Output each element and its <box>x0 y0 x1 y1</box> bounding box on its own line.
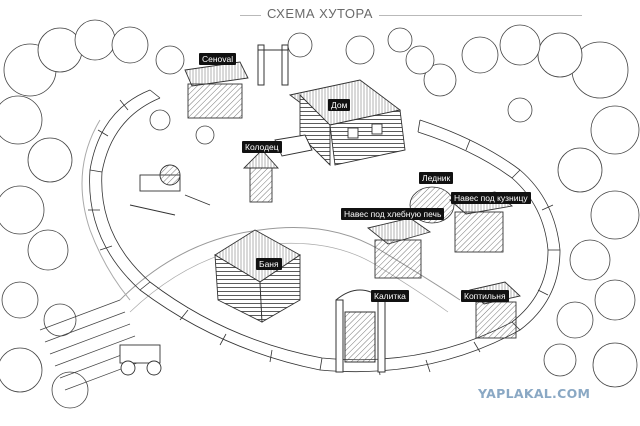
forest-right <box>405 24 640 388</box>
kalitka-structure <box>335 289 386 373</box>
forest-left <box>0 19 149 409</box>
forest-top <box>155 27 413 75</box>
label-naves-kuznitsa: Навес под кузницу <box>451 192 531 204</box>
kolodets-structure <box>242 149 280 203</box>
top-gate <box>257 44 289 86</box>
title-rule-right <box>368 15 582 16</box>
workyard <box>129 164 211 216</box>
label-kolodets: Колодец <box>242 141 282 153</box>
outer-path <box>81 119 131 301</box>
cart <box>119 344 162 376</box>
label-naves-pech: Навес под хлебную печь <box>341 208 445 220</box>
dom-building <box>288 79 406 167</box>
banya-building <box>214 229 301 323</box>
senoval-building <box>184 61 249 119</box>
label-koptilnya: Коптильня <box>461 290 509 302</box>
inner-trees <box>149 97 533 145</box>
label-banya: Баня <box>256 258 282 270</box>
label-lednik: Ледник <box>419 172 454 184</box>
label-dom: Дом <box>328 99 351 111</box>
page-title: СХЕМА ХУТОРА <box>0 6 640 21</box>
label-kalitka: Калитка <box>371 290 409 302</box>
label-senoval: Сеноval <box>199 53 237 65</box>
title-row: СХЕМА ХУТОРА <box>0 6 640 24</box>
watermark: YAPLAKAL.COM <box>478 386 591 401</box>
naves-pech-structure <box>366 217 432 279</box>
